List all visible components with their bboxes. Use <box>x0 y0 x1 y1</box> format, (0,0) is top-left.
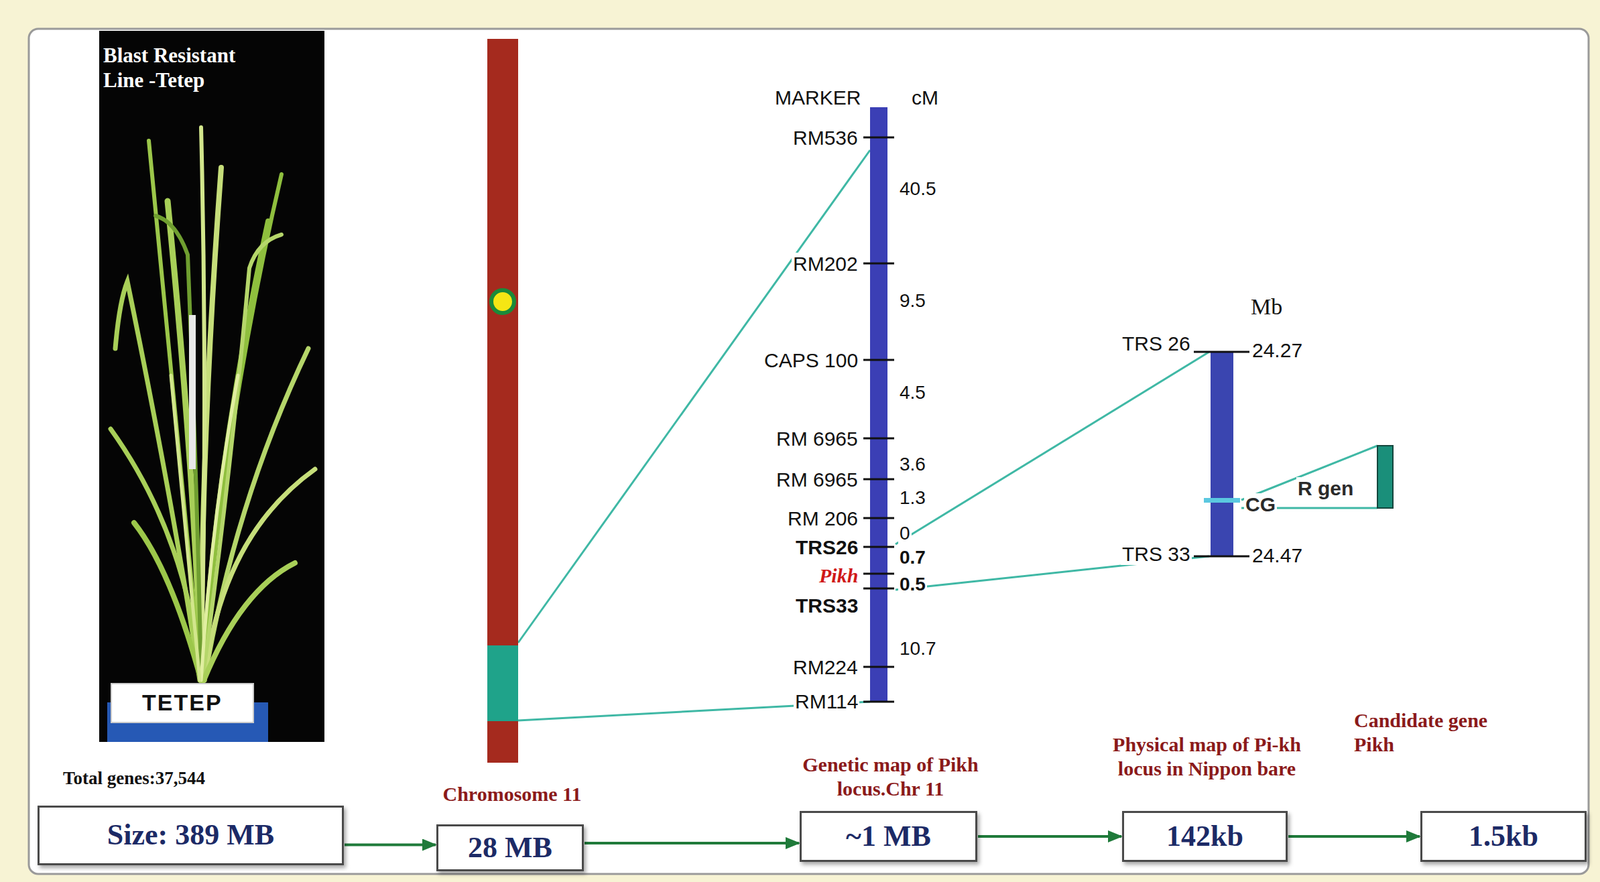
tick <box>863 136 895 139</box>
map-label: TRS 33 <box>1120 542 1192 566</box>
tick <box>863 666 895 669</box>
candidate-gene-mark <box>1203 498 1241 503</box>
photo-background <box>99 30 325 743</box>
tick <box>1193 351 1250 354</box>
white-panel <box>28 28 1589 875</box>
tick <box>863 587 895 590</box>
map-label: TETEP <box>142 690 223 716</box>
flow-arrow <box>344 843 436 847</box>
box-value: 28 MB <box>467 831 553 866</box>
leaf <box>201 174 282 681</box>
map-label: 4.5 <box>898 382 928 404</box>
map-label: RM536 <box>791 126 860 149</box>
map-label: RM224 <box>791 656 860 679</box>
map-label: CG <box>1244 493 1277 516</box>
pot-label <box>111 683 254 723</box>
map-label: CAPS 100 <box>762 349 860 372</box>
leaf <box>201 375 238 681</box>
box-value: ~1 MB <box>845 819 932 854</box>
zoom-line <box>1241 445 1378 501</box>
leaf <box>201 127 205 681</box>
box-value: 142kb <box>1166 819 1244 854</box>
rice-plant <box>110 127 316 681</box>
physical-map-bar <box>1210 351 1234 557</box>
map-label: Pikh <box>817 564 860 587</box>
size-box: Candidate gene Pikh1.5kb <box>1420 811 1587 863</box>
centromere <box>491 290 515 314</box>
size-box: Chromosome 1128 MB <box>436 824 584 872</box>
tick <box>863 262 895 265</box>
tick <box>863 701 895 704</box>
flow-arrow <box>584 841 799 845</box>
flow-arrow <box>1288 835 1420 838</box>
box-caption: Total genes:37,544 <box>63 767 345 789</box>
map-label: R gen <box>1296 477 1355 500</box>
box-value: Size: 389 MB <box>107 818 275 853</box>
leaf <box>115 281 200 681</box>
map-label: 24.47 <box>1250 544 1304 567</box>
map-label: TRS 26 <box>1120 332 1192 355</box>
size-box: Genetic map of Pikh locus.Chr 11~1 MB <box>799 811 978 863</box>
flow-arrow <box>977 835 1122 838</box>
map-label: cM <box>910 86 940 109</box>
box-caption: Genetic map of Pikh locus.Chr 11 <box>801 752 980 802</box>
tick <box>863 517 895 520</box>
map-label: 0.7 <box>898 547 928 569</box>
size-box: Total genes:37,544Size: 389 MB <box>37 805 344 866</box>
box-caption: Physical map of Pi-kh locus in Nippon ba… <box>1103 732 1310 781</box>
map-label: MARKER <box>773 86 863 109</box>
map-label: RM 6965 <box>774 427 860 450</box>
map-label: 0 <box>898 523 912 545</box>
map-label: 9.5 <box>898 290 928 312</box>
map-label: RM 206 <box>786 507 860 530</box>
genetic-map-bar <box>870 107 888 702</box>
zoom-line <box>895 351 1210 545</box>
tick <box>863 478 895 481</box>
map-label: 40.5 <box>898 178 938 200</box>
box-value: 1.5kb <box>1468 819 1539 854</box>
size-box: Physical map of Pi-kh locus in Nippon ba… <box>1122 811 1288 863</box>
map-label: 0.5 <box>898 574 928 596</box>
plant-tag <box>189 315 196 470</box>
tick <box>863 359 895 362</box>
map-label: TRS33 <box>794 594 860 617</box>
tick <box>863 573 895 576</box>
tick <box>863 546 895 549</box>
r-gene-bar <box>1377 445 1393 509</box>
leaf <box>203 563 295 681</box>
map-label: RM 6965 <box>774 468 860 491</box>
leaf <box>204 469 316 681</box>
marker-ticks <box>863 137 895 702</box>
box-caption: Chromosome 11 <box>391 782 633 807</box>
map-label: TRS26 <box>794 536 860 559</box>
box-caption: Candidate gene Pikh <box>1354 708 1522 757</box>
map-label: Mb <box>1250 294 1283 320</box>
tick <box>1193 555 1250 558</box>
tick <box>863 437 895 440</box>
map-label: RM202 <box>791 252 860 275</box>
map-label: 3.6 <box>898 454 928 476</box>
map-label: 10.7 <box>898 638 938 660</box>
map-label: RM114 <box>793 690 860 713</box>
chromosome-segment <box>487 645 519 722</box>
zoom-line <box>518 150 871 643</box>
zoom-lines <box>518 150 1378 721</box>
map-label: 1.3 <box>898 487 928 509</box>
map-label: 24.27 <box>1250 339 1304 362</box>
map-label: Blast Resistant Line -Tetep <box>103 42 271 93</box>
chromosome-bar <box>487 38 519 763</box>
